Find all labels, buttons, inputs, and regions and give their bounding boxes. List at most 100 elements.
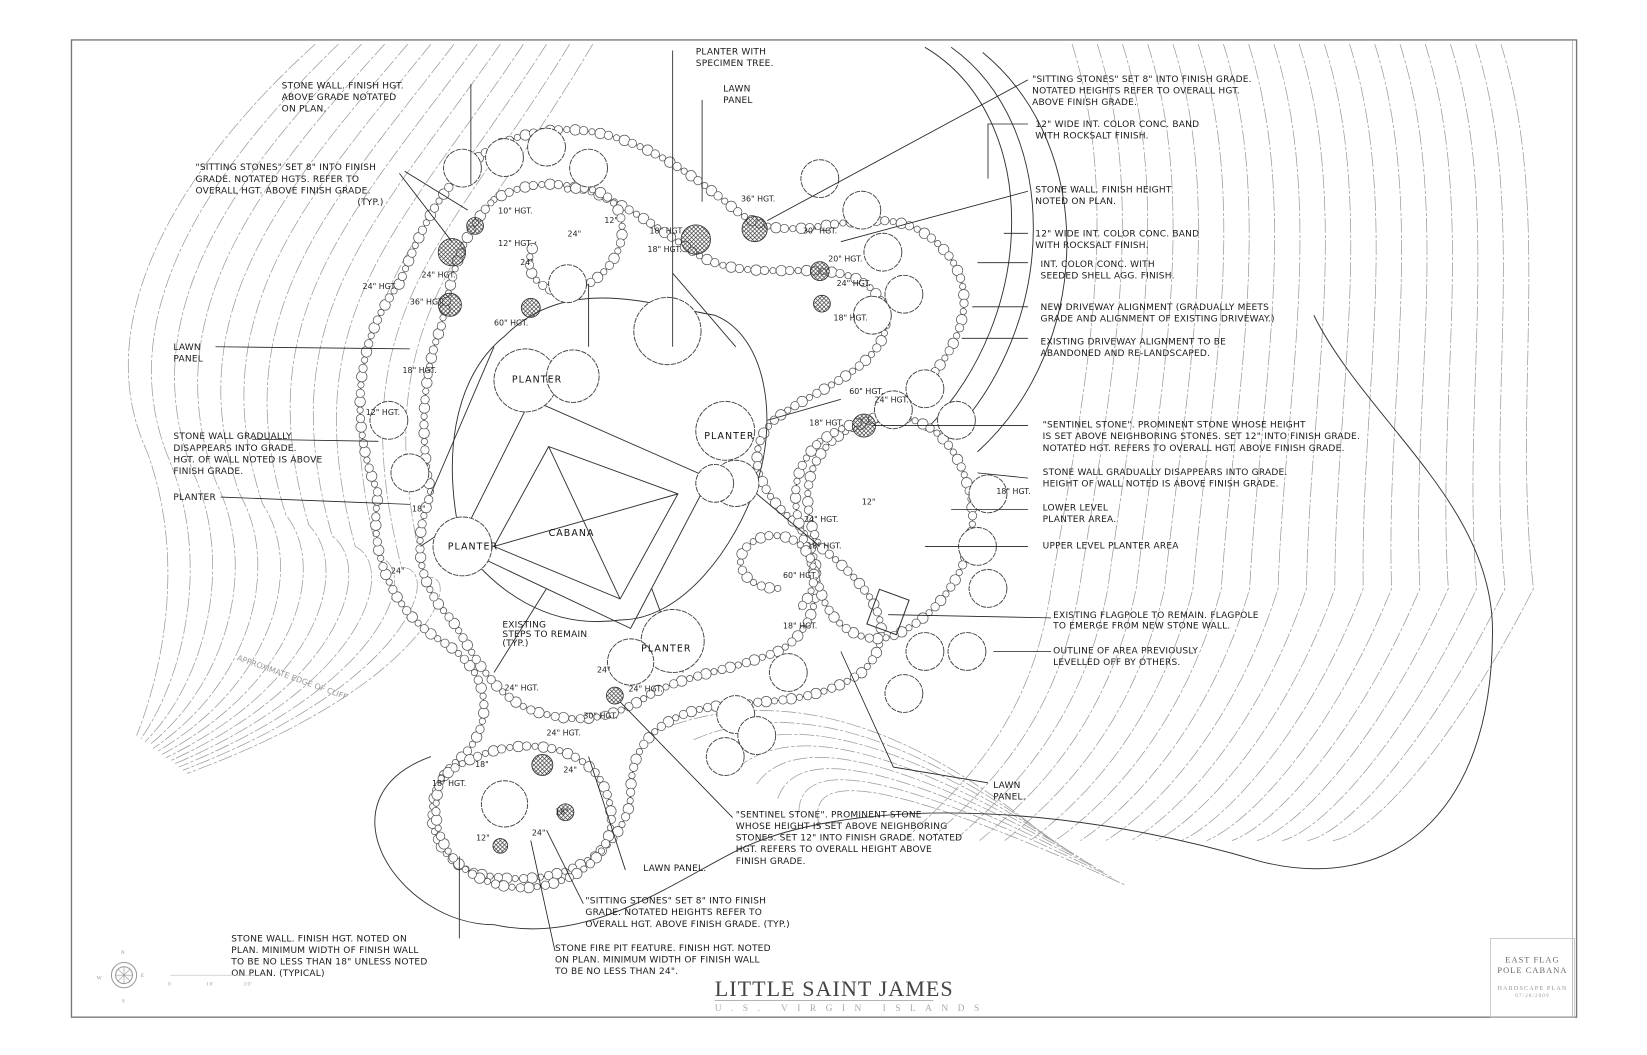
stone <box>812 388 822 398</box>
stone <box>612 134 620 142</box>
height-label: 24" <box>563 765 577 774</box>
stone <box>391 591 403 603</box>
stone <box>424 209 436 221</box>
project-title: LITTLE SAINT JAMES <box>715 976 954 1001</box>
stone <box>867 351 875 359</box>
stone <box>938 243 950 256</box>
leveled-area-outline <box>374 315 1493 930</box>
stone <box>519 702 527 710</box>
height-label: 24" HGT. <box>804 515 838 524</box>
stone <box>424 494 434 505</box>
svg-text:07/28/2009: 07/28/2009 <box>1515 993 1549 999</box>
stone <box>434 824 442 832</box>
stone <box>618 222 626 230</box>
height-label: 12" <box>862 497 876 506</box>
stone <box>479 692 487 700</box>
stone <box>603 130 614 140</box>
stone <box>958 560 968 570</box>
stone <box>797 460 807 470</box>
stone <box>889 218 897 226</box>
stone <box>415 526 427 538</box>
stone <box>759 265 770 276</box>
north-arrow: N E S W <box>97 950 144 1004</box>
stone <box>429 203 440 213</box>
stone <box>827 683 837 693</box>
stone <box>741 658 751 668</box>
stone <box>442 766 454 779</box>
stone <box>421 377 433 389</box>
height-label: 24" <box>520 258 534 267</box>
stone <box>371 512 381 522</box>
svg-text:20': 20' <box>244 982 253 988</box>
stone <box>553 180 563 190</box>
tree-canopy <box>842 190 882 230</box>
stone <box>789 492 802 504</box>
stone <box>801 592 814 605</box>
height-label: 60" HGT. <box>494 319 528 328</box>
stone <box>824 605 834 615</box>
contour-line <box>161 43 455 755</box>
stone <box>355 388 365 398</box>
svg-text:HARDSCAPE PLAN: HARDSCAPE PLAN <box>1497 985 1567 992</box>
stone <box>461 865 469 873</box>
stone <box>637 212 650 225</box>
stone <box>390 287 398 295</box>
tree-canopy <box>800 159 840 199</box>
stone <box>487 745 500 757</box>
note-sitting-stones-right: "SITTING STONES" SET 8" INTO FINISH GRAD… <box>1032 75 1252 108</box>
stone <box>372 315 383 325</box>
stone <box>820 687 828 695</box>
contour-line <box>140 43 339 739</box>
stone <box>397 271 407 282</box>
stone <box>563 126 571 134</box>
stone <box>792 510 802 520</box>
stone <box>651 728 659 736</box>
stone <box>580 865 588 873</box>
stone <box>627 138 637 148</box>
contour-line <box>1181 44 1377 841</box>
stone <box>804 489 812 497</box>
height-label: 24" <box>532 828 546 837</box>
stone <box>632 210 640 218</box>
stone <box>455 627 463 635</box>
stone <box>793 477 801 485</box>
stone <box>646 689 656 699</box>
stone <box>933 429 941 437</box>
stone <box>793 517 805 529</box>
stone <box>435 197 443 205</box>
stone <box>853 577 865 590</box>
stone <box>482 669 490 677</box>
tree-canopy <box>695 463 735 503</box>
stone <box>444 847 452 855</box>
stone <box>796 693 804 701</box>
stone <box>570 752 580 762</box>
tree-canopy <box>852 295 892 335</box>
stone <box>388 585 398 595</box>
stone <box>473 675 483 685</box>
stone <box>832 556 840 564</box>
stone <box>431 806 441 817</box>
stone <box>796 541 804 549</box>
stone <box>458 760 466 768</box>
stone <box>432 598 445 610</box>
flagpole <box>866 588 910 636</box>
height-label: 18" HGT. <box>650 226 684 235</box>
stone <box>967 511 978 521</box>
label-planter: PLANTER <box>512 374 562 385</box>
tree-canopy <box>369 400 409 440</box>
stone <box>905 624 913 632</box>
stone <box>959 298 969 308</box>
scale-bar: 0 10' 20' <box>168 974 263 988</box>
stone <box>600 839 611 849</box>
svg-text:0: 0 <box>168 982 172 988</box>
stone <box>818 383 830 395</box>
stone <box>538 280 548 290</box>
stone <box>540 880 550 890</box>
tree-canopy <box>968 474 1008 514</box>
stone <box>805 445 817 457</box>
